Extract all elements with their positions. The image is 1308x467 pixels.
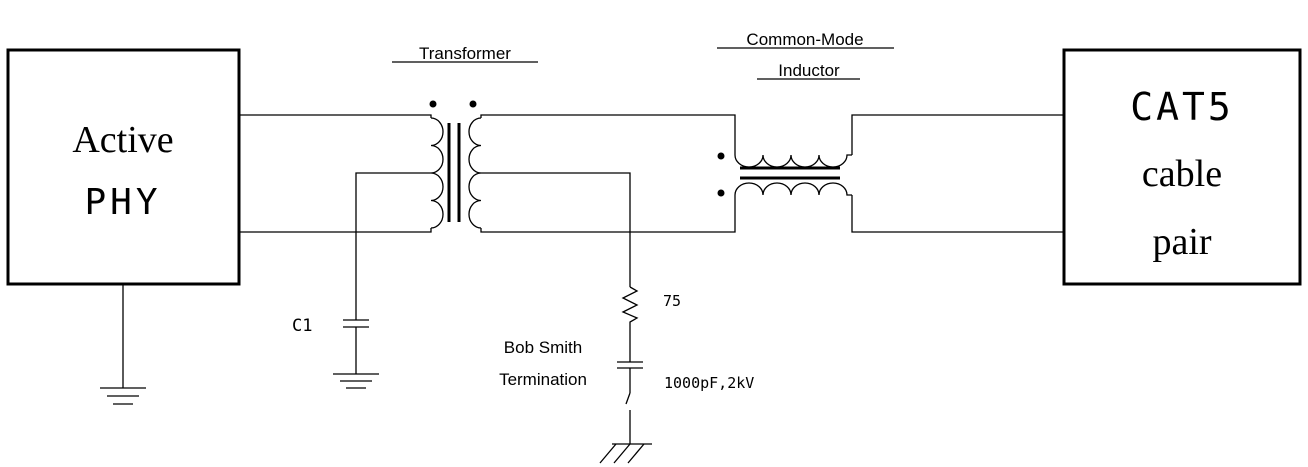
cable-label-line3: pair: [1152, 221, 1211, 263]
phy-label-line2: PHY: [84, 182, 161, 223]
resistor-value-label: 75: [663, 292, 681, 310]
secondary-polarity-dot: [469, 100, 477, 108]
cm-top-polarity-dot: [717, 152, 725, 160]
transformer-label: Transformer: [419, 44, 511, 63]
termination-capacitor: [617, 361, 643, 444]
cm-inductor-label-line1: Common-Mode: [746, 30, 863, 49]
cable-bottom-wire: [851, 195, 1064, 233]
active-phy-block: Active PHY: [6, 48, 241, 286]
secondary-bottom-wire: [480, 195, 736, 233]
secondary-top-wire: [480, 114, 736, 155]
termination-resistor: [621, 286, 639, 362]
phy-label-line1: Active: [72, 119, 173, 161]
primary-top-wire: [239, 114, 432, 118]
primary-polarity-dot: [429, 100, 437, 108]
cm-inductor-bottom-coil: [734, 182, 852, 196]
c1-label: C1: [292, 316, 312, 336]
secondary-center-tap-wire: [481, 172, 631, 287]
cm-bottom-polarity-dot: [717, 189, 725, 197]
transformer-secondary-coil: [468, 117, 482, 229]
bob-smith-label-line2: Termination: [499, 370, 587, 389]
capacitor-value-label: 1000pF,2kV: [664, 374, 754, 392]
cable-label-line1: CAT5: [1130, 85, 1234, 129]
bob-smith-label-line1: Bob Smith: [504, 338, 582, 357]
c1-capacitor: [343, 319, 369, 374]
c1-ground-symbol: [333, 373, 379, 389]
cable-top-wire: [851, 114, 1064, 155]
transformer-primary-coil: [430, 117, 444, 229]
cm-inductor-label-line2: Inductor: [778, 61, 840, 80]
chassis-ground-symbol: [599, 443, 652, 464]
primary-center-tap-wire: [355, 172, 431, 320]
cat5-cable-block: CAT5 cable pair: [1062, 48, 1302, 286]
primary-bottom-wire: [239, 228, 432, 233]
phy-ground-symbol: [100, 284, 146, 405]
cable-label-line2: cable: [1142, 153, 1222, 195]
cm-inductor-top-coil: [734, 154, 852, 168]
